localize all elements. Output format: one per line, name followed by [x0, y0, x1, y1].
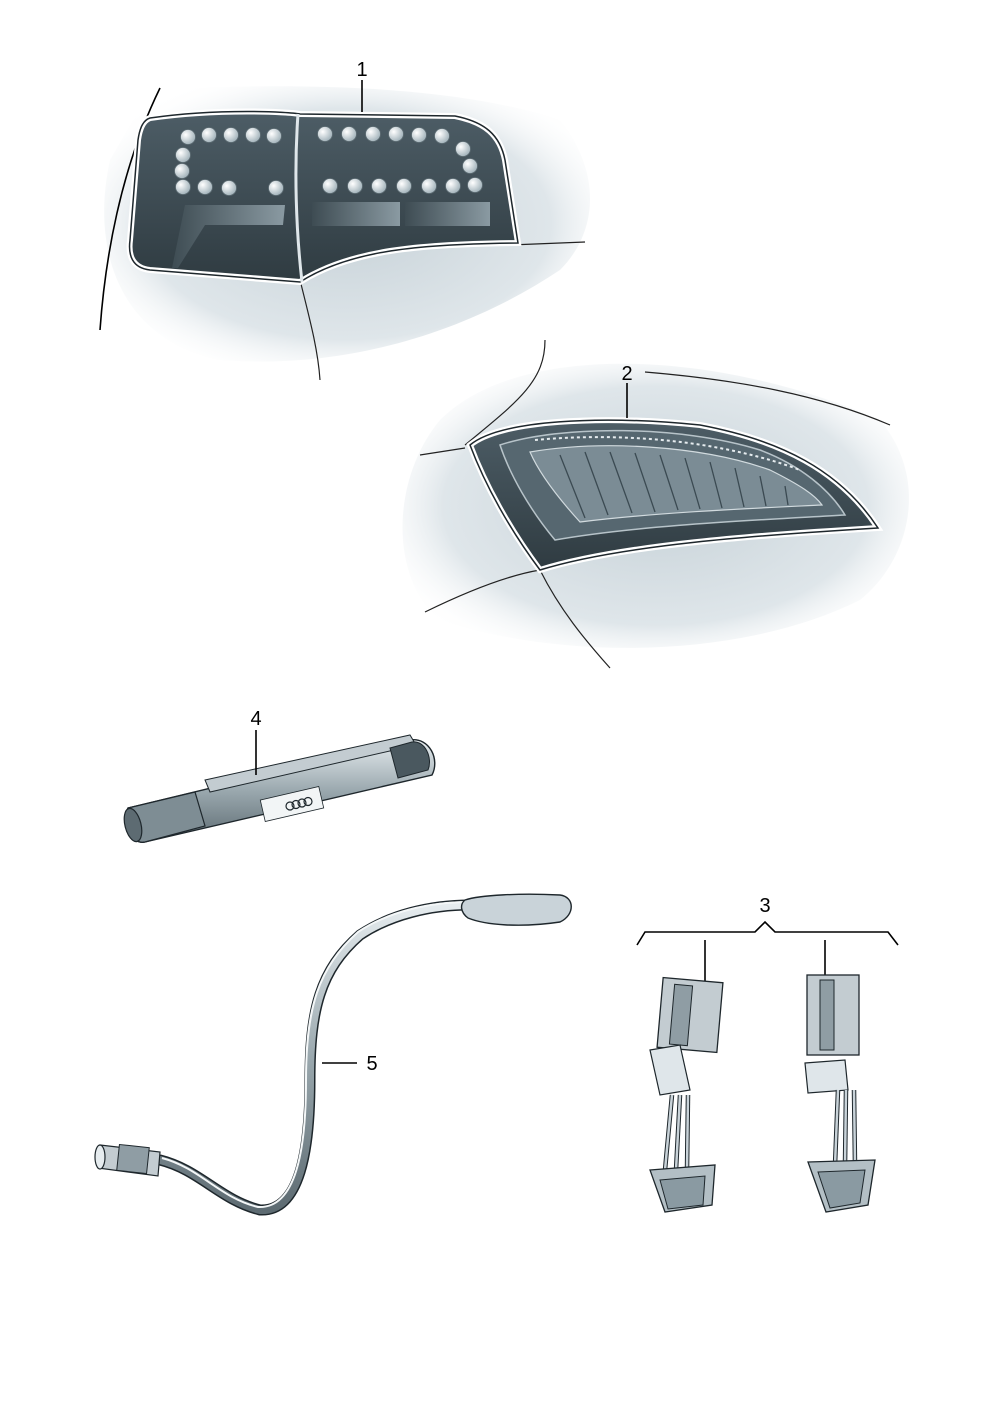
flex-light-illustration: 5 [94, 893, 572, 1216]
callout-5: 5 [366, 1053, 377, 1075]
adapter-harness-right [804, 974, 876, 1213]
tail-light-lid-illustration: 2 [402, 339, 909, 669]
callout-2: 2 [621, 363, 632, 385]
led-cluster-left [174, 127, 284, 196]
adapter-wiring-illustration: 3 [636, 895, 899, 1213]
tail-light-led-illustration: 1 [99, 59, 590, 381]
callout-1: 1 [356, 59, 367, 81]
led-cluster-right [317, 126, 483, 194]
callout-4: 4 [250, 708, 261, 730]
adapter-harness-left [649, 976, 724, 1213]
callout-3: 3 [759, 895, 770, 917]
pen-light-illustration: 4 [123, 708, 436, 843]
